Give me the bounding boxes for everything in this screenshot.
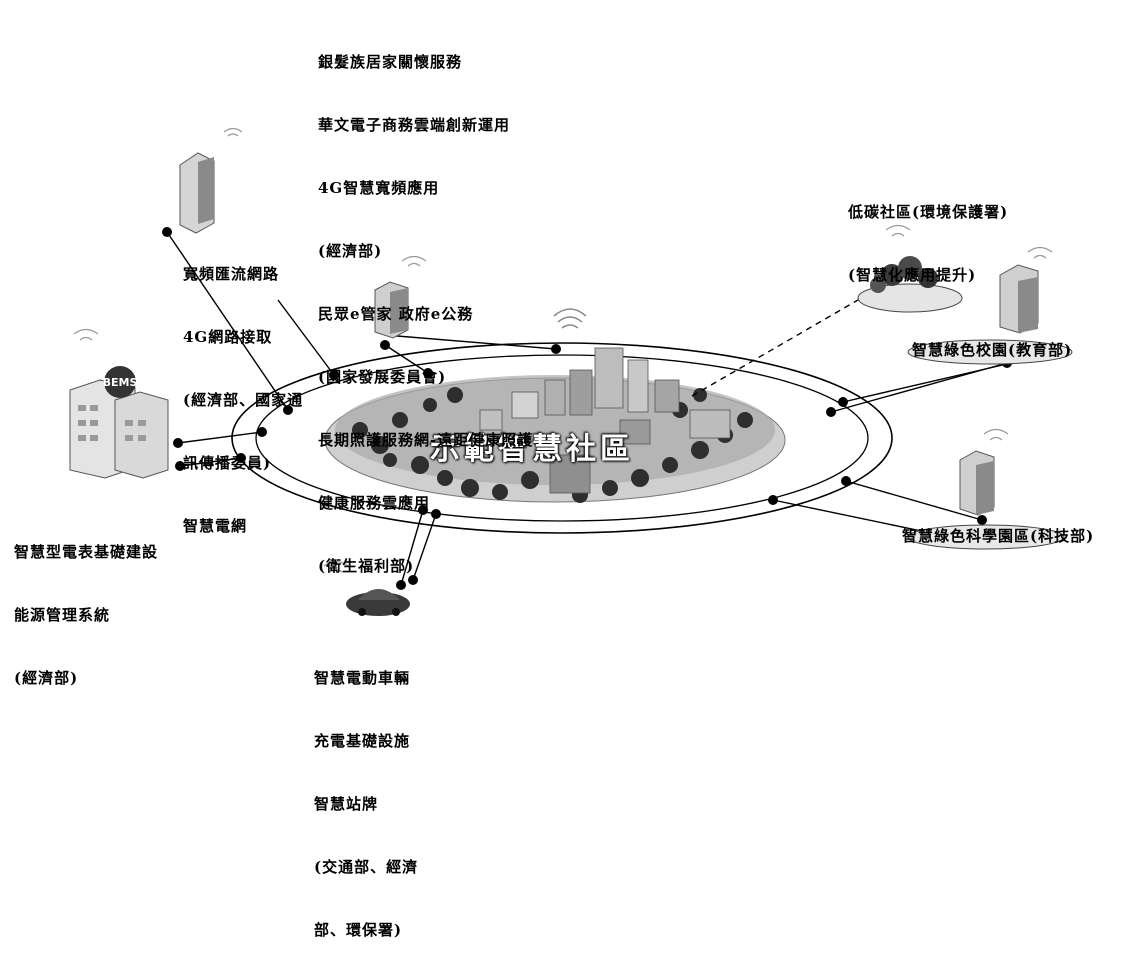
connector-lines bbox=[166, 231, 1008, 586]
science-park-pad bbox=[907, 524, 1065, 550]
network-diagram: BEMS bbox=[69, 127, 1073, 616]
low-carbon-community-icon bbox=[857, 224, 963, 313]
inner-ring bbox=[255, 354, 869, 522]
broadband-label: 寬頻匯流網路 4G網路接取 (經濟部、國家通 訊傳播委員) 智慧電網 bbox=[183, 265, 304, 535]
city-blocks bbox=[352, 387, 753, 503]
signal-waves-icon bbox=[553, 308, 587, 329]
bems-badge: BEMS bbox=[103, 376, 138, 389]
bems-building-icon: BEMS bbox=[69, 328, 169, 479]
electric-vehicle-label: 智慧電動車輛 充電基礎設施 智慧站牌 (交通部、經濟 部、環保署) bbox=[314, 669, 419, 939]
electric-car-icon bbox=[323, 560, 410, 616]
tower-building-icon bbox=[374, 255, 427, 339]
green-campus-pad bbox=[907, 339, 1073, 365]
smart-meter-label: 智慧型電表基礎建設 能源管理系統 (經濟部) bbox=[14, 543, 159, 687]
community-ring bbox=[231, 308, 893, 534]
server-building-icon bbox=[179, 127, 243, 234]
campus-building-icon bbox=[999, 246, 1053, 334]
top-services-label: 銀髮族居家關懷服務 華文電子商務雲端創新運用 4G智慧寬頻應用 (經濟部) 民眾… bbox=[318, 53, 534, 575]
city-buildings bbox=[479, 347, 731, 494]
green-campus-label: 智慧綠色校園(教育部) bbox=[912, 341, 1073, 359]
low-carbon-label: 低碳社區(環境保護署) (智慧化應用提升) bbox=[848, 203, 1009, 284]
science-park-label: 智慧綠色科學園區(科技部) bbox=[902, 527, 1095, 545]
center-title: 示範智慧社區 bbox=[430, 432, 634, 467]
science-park-building-icon bbox=[959, 428, 1009, 516]
outer-ring bbox=[231, 342, 893, 534]
connector-nodes bbox=[162, 227, 1012, 590]
